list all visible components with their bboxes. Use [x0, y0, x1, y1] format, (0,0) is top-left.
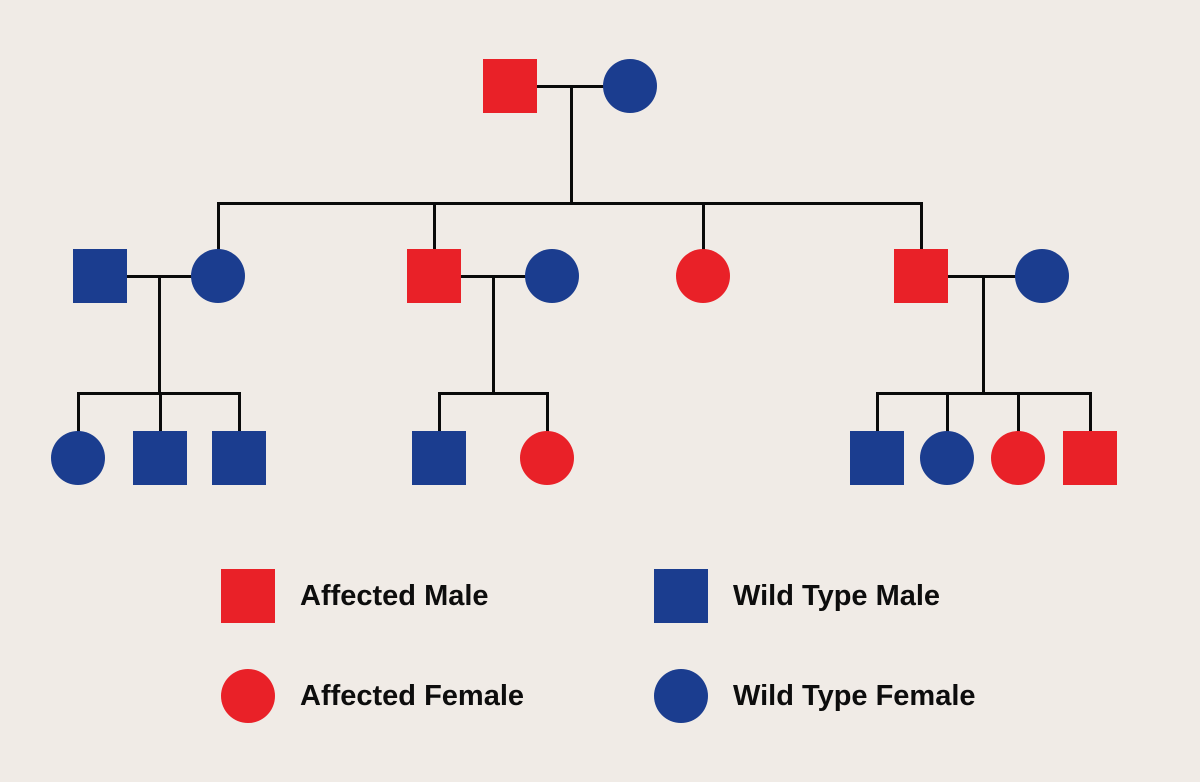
individual-II-2-wild_type-female [191, 249, 245, 303]
individual-I-1-affected-male [483, 59, 537, 113]
individual-II-4-wild_type-female [525, 249, 579, 303]
legend-label-wild-type-female: Wild Type Female [733, 679, 976, 712]
connector-line [432, 201, 436, 278]
connector-line [157, 274, 161, 395]
connector-line [158, 391, 162, 460]
wild-type-male-swatch-icon [654, 569, 708, 623]
connector-line [237, 391, 241, 460]
connector-line [701, 201, 705, 278]
connector-line [945, 391, 949, 460]
connector-line [216, 201, 923, 205]
legend-item-affected-male: Affected Male [221, 568, 489, 624]
wild-type-female-swatch-icon [654, 669, 708, 723]
legend-label-affected-male: Affected Male [300, 579, 489, 612]
legend-label-wild-type-male: Wild Type Male [733, 579, 941, 612]
individual-I-2-wild_type-female [603, 59, 657, 113]
connector-line [1016, 391, 1020, 460]
connector-line [491, 274, 495, 395]
individual-III-2-wild_type-male [133, 431, 187, 485]
connector-line [1088, 391, 1092, 460]
individual-II-3-affected-male [407, 249, 461, 303]
individual-III-7-wild_type-female [920, 431, 974, 485]
legend-item-wild-type-male: Wild Type Male [654, 568, 940, 624]
connector-line [875, 391, 879, 460]
individual-II-5-affected-female [676, 249, 730, 303]
affected-male-swatch-icon [221, 569, 275, 623]
individual-III-1-wild_type-female [51, 431, 105, 485]
connector-line [569, 84, 573, 205]
individual-II-7-wild_type-female [1015, 249, 1069, 303]
connector-line [981, 274, 985, 395]
individual-III-6-wild_type-male [850, 431, 904, 485]
connector-line [437, 391, 441, 460]
connector-line [437, 391, 549, 395]
connector-line [76, 391, 80, 460]
individual-III-5-affected-female [520, 431, 574, 485]
connector-line [216, 201, 220, 278]
legend-label-affected-female: Affected Female [300, 679, 525, 712]
individual-III-9-affected-male [1063, 431, 1117, 485]
legend-item-wild-type-female: Wild Type Female [654, 668, 976, 724]
connector-line [875, 391, 1092, 395]
individual-III-3-wild_type-male [212, 431, 266, 485]
legend-item-affected-female: Affected Female [221, 668, 524, 724]
individual-III-4-wild_type-male [412, 431, 466, 485]
connector-line [545, 391, 549, 460]
connector-line [919, 201, 923, 278]
individual-II-1-wild_type-male [73, 249, 127, 303]
individual-III-8-affected-female [991, 431, 1045, 485]
affected-female-swatch-icon [221, 669, 275, 723]
individual-II-6-affected-male [894, 249, 948, 303]
